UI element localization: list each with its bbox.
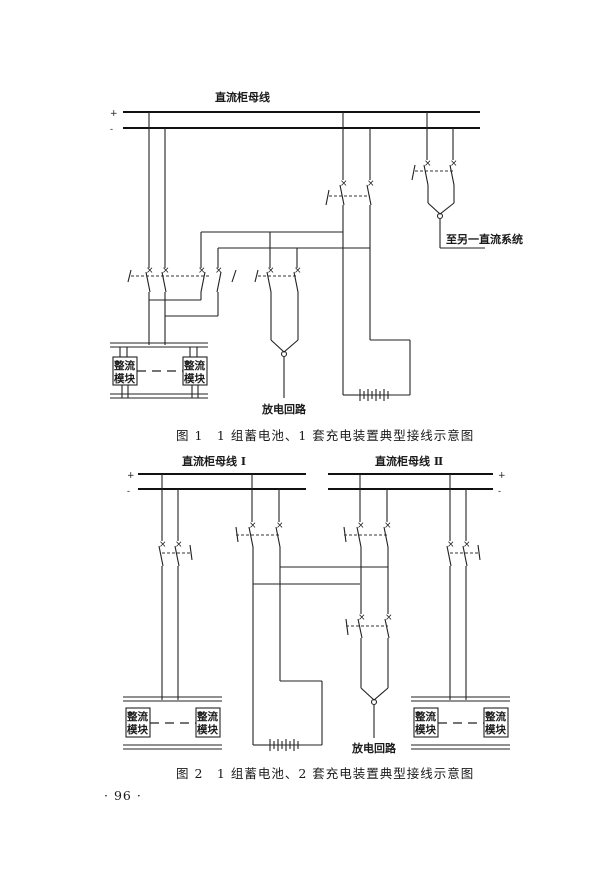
svg-text:×: ×: [385, 613, 393, 623]
svg-text:×: ×: [215, 266, 223, 276]
rectifier-label: 模块: [114, 372, 135, 385]
fig1-battery-circuit: × ×: [325, 112, 411, 401]
svg-text:×: ×: [249, 521, 257, 531]
fig1-minus-sign: -: [110, 125, 113, 135]
rectifier-label: 整流: [196, 710, 218, 723]
svg-text:×: ×: [447, 540, 455, 550]
fig1-other-system-label: 至另一直流系统: [446, 232, 523, 246]
rectifier-label: 整流: [414, 710, 436, 723]
fig1-discharge-label: 放电回路: [261, 402, 307, 416]
svg-text:×: ×: [384, 521, 392, 531]
fig2-minus-left: -: [127, 487, 130, 497]
fig2-rectifier-module-2a: [413, 707, 439, 738]
figure-1: 直流柜母线 + - × × × ×: [110, 90, 523, 443]
fig2-plus-left: +: [127, 471, 135, 481]
fig2-discharge-label: 放电回路: [351, 741, 397, 755]
svg-text:×: ×: [162, 266, 170, 276]
svg-text:×: ×: [358, 613, 366, 623]
svg-text:×: ×: [276, 521, 284, 531]
svg-text:×: ×: [367, 179, 375, 189]
rectifier-label: 模块: [415, 723, 436, 736]
svg-text:×: ×: [294, 266, 302, 276]
svg-text:×: ×: [175, 540, 183, 550]
rectifier-label: 整流: [183, 359, 205, 372]
fig2-bus1-label: 直流柜母线 Ⅰ: [182, 454, 246, 468]
page-number: · 96 ·: [104, 788, 142, 803]
svg-text:×: ×: [340, 179, 348, 189]
rectifier-label: 整流: [126, 710, 148, 723]
svg-text:×: ×: [267, 266, 275, 276]
svg-text:×: ×: [357, 521, 365, 531]
rectifier-label: 整流: [484, 710, 506, 723]
fig1-switch-blade: [127, 269, 132, 283]
fig1-charger-feeders: × × × ×: [127, 112, 370, 345]
svg-text:×: ×: [159, 540, 167, 550]
svg-text:×: ×: [146, 266, 154, 276]
fig1-battery-icon: [358, 389, 392, 401]
fig1-bus-label: 直流柜母线: [215, 90, 270, 104]
svg-text:×: ×: [450, 159, 458, 169]
svg-text:×: ×: [463, 540, 471, 550]
fig2-caption: 图 2 1 组蓄电池、2 套充电装置典型接线示意图: [176, 766, 474, 781]
fig1-rectifier-group: 整流 模块 整流 模块: [110, 342, 208, 399]
rectifier-label: 模块: [197, 723, 218, 736]
rectifier-label: 模块: [127, 723, 148, 736]
fig2-rectifier-module-1a: [125, 707, 151, 738]
fig1-discharge-circuit: × × 放电回路: [254, 232, 307, 416]
fig2-minus-right: -: [498, 487, 501, 497]
fig1-caption: 图 1 1 组蓄电池、1 套充电装置典型接线示意图: [176, 428, 474, 443]
fig2-battery-icon: [268, 739, 302, 751]
svg-text:×: ×: [198, 266, 206, 276]
fig2-charger-2: × × 整流 模块 整流 模块: [411, 474, 510, 750]
fig2-charger-1: × × 整流 模块 整流 模块: [123, 474, 222, 750]
svg-text:×: ×: [424, 159, 432, 169]
fig1-plus-sign: +: [110, 109, 118, 119]
fig1-other-system-link: × × 至另一直流系统: [411, 112, 523, 249]
fig2-rectifier-module-2b: [483, 707, 509, 738]
fig2-battery-circuit: × ×: [235, 474, 388, 751]
rectifier-label: 模块: [485, 723, 506, 736]
fig2-discharge-circuit: × × × × 放电回路: [343, 474, 397, 755]
figure-2: 直流柜母线 Ⅰ 直流柜母线 Ⅱ + - + - × × 整流 模块: [123, 454, 510, 781]
fig2-plus-right: +: [498, 471, 506, 481]
rectifier-label: 整流: [113, 359, 135, 372]
fig2-bus2-label: 直流柜母线 Ⅱ: [375, 454, 443, 468]
rectifier-label: 模块: [184, 372, 205, 385]
